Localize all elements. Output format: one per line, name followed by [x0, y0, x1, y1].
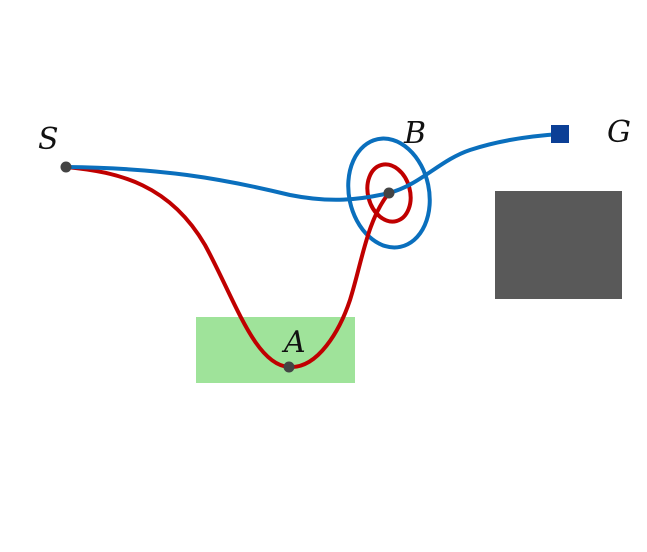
- blue-path: [64, 132, 562, 202]
- waypoint-b-dot-icon: [383, 187, 395, 199]
- blue-uncertainty-ellipse: [346, 136, 432, 250]
- waypoint-a-label: A: [281, 325, 306, 360]
- goal-square-icon: [551, 125, 569, 143]
- red-path: [64, 165, 391, 370]
- start-point-dot-icon: [60, 161, 72, 173]
- start-label: S: [38, 122, 59, 157]
- waypoint-b-label: B: [403, 116, 426, 151]
- green-region: [196, 317, 355, 383]
- obstacle-block: [495, 191, 622, 299]
- goal-label: G: [607, 115, 631, 150]
- waypoint-a-dot-icon: [283, 361, 295, 373]
